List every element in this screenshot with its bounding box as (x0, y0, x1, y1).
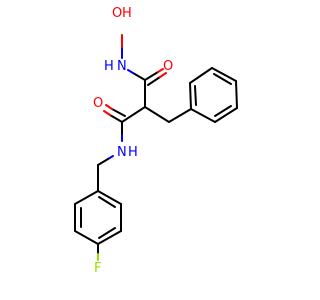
atom-label-hydroxyl-oxygen: O (112, 6, 122, 21)
benzyl-ch2-ring-bond (168, 108, 192, 123)
ring-bond (97, 230, 122, 245)
upper-carbonyl-bond (147, 76, 161, 86)
ring-bond (235, 80, 238, 109)
lower-carbonyl-bond (109, 114, 123, 123)
lower-carbonyl-bond (111, 108, 126, 117)
ring-inner-double-bond (98, 227, 116, 239)
atom-label-hydroxamic-n-hydrogen: H (104, 59, 114, 74)
atom-label-fluorine: F (94, 261, 101, 276)
ring-bond (74, 230, 99, 245)
ring-bond (211, 67, 237, 82)
central-to-lower-carbonyl-bond (121, 106, 146, 123)
ring-bond (189, 67, 213, 84)
upper-carbonyl-bond (144, 71, 159, 81)
ring-bond (214, 107, 238, 123)
atom-label-amide-n-hydrogen: H (128, 145, 138, 160)
atom-label-amide-nitrogen: N (117, 145, 127, 160)
amide-n-ch2-bond (97, 158, 109, 166)
ring-bond (190, 108, 216, 123)
upper-carbonyl-n-bond-blue (127, 69, 134, 74)
central-ch-ch2-bond (144, 106, 170, 123)
fluorophenyl-ring (74, 190, 122, 245)
ring-bond (97, 190, 122, 205)
atom-label-upper-carbonyl-oxygen: O (163, 59, 173, 74)
upper-carbonyl-bond-o (159, 72, 167, 78)
benzyl-phenyl-ring (189, 67, 238, 123)
ring-inner-double-bond (213, 73, 232, 85)
ring-inner-double-bond (194, 85, 197, 106)
upper-carbonyl-n-bond (132, 72, 146, 81)
ring-bond (189, 82, 192, 110)
structure-svg: O H N H O O N H F (74, 6, 238, 276)
lower-carbonyl-bond-o (105, 104, 113, 110)
molecule-diagram: O H N H O O N H F (74, 6, 238, 276)
ring-inner-double-bond (214, 105, 232, 117)
ring-inner-double-bond (98, 196, 116, 208)
atom-label-hydroxyl-hydrogen: H (122, 6, 132, 21)
lower-carbonyl-bond-o (103, 110, 111, 116)
atom-label-lower-carbonyl-oxygen: O (93, 96, 103, 111)
upper-carbonyl-bond-o (157, 68, 164, 73)
atom-label-hydroxamic-nitrogen: N (117, 59, 127, 74)
ring-bond (74, 190, 99, 205)
